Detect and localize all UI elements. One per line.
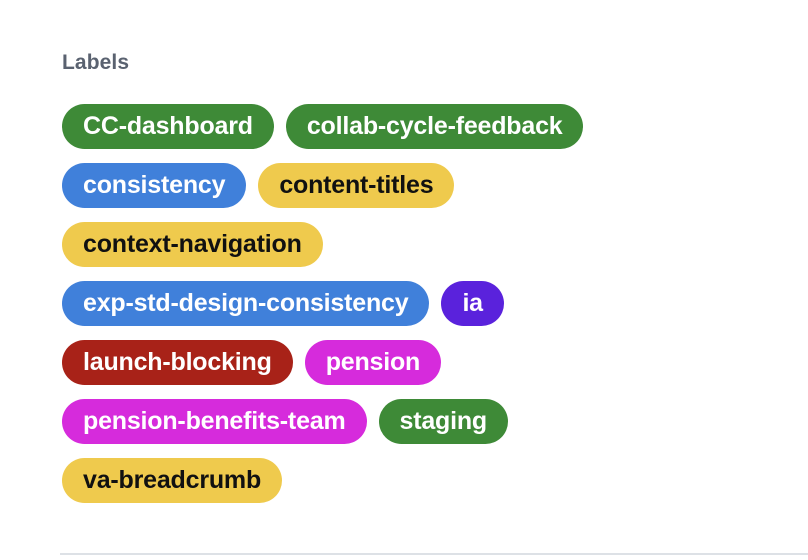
- label-pill[interactable]: exp-std-design-consistency: [62, 281, 430, 326]
- label-pill[interactable]: pension: [304, 340, 442, 385]
- page-title: Labels: [62, 51, 130, 74]
- section-divider: [60, 553, 808, 555]
- label-pill[interactable]: pension-benefits-team: [62, 399, 367, 444]
- label-pill[interactable]: CC-dashboard: [62, 104, 274, 149]
- label-pill[interactable]: consistency: [62, 163, 247, 208]
- label-pill[interactable]: context-navigation: [62, 222, 323, 267]
- label-pill[interactable]: ia: [441, 281, 504, 326]
- label-pill[interactable]: va-breadcrumb: [62, 458, 283, 503]
- label-pill[interactable]: staging: [378, 399, 508, 444]
- label-row: context-navigation: [62, 222, 752, 267]
- label-row: va-breadcrumb: [62, 458, 752, 503]
- label-pill[interactable]: launch-blocking: [62, 340, 293, 385]
- label-pill[interactable]: collab-cycle-feedback: [285, 104, 584, 149]
- label-pill[interactable]: content-titles: [258, 163, 455, 208]
